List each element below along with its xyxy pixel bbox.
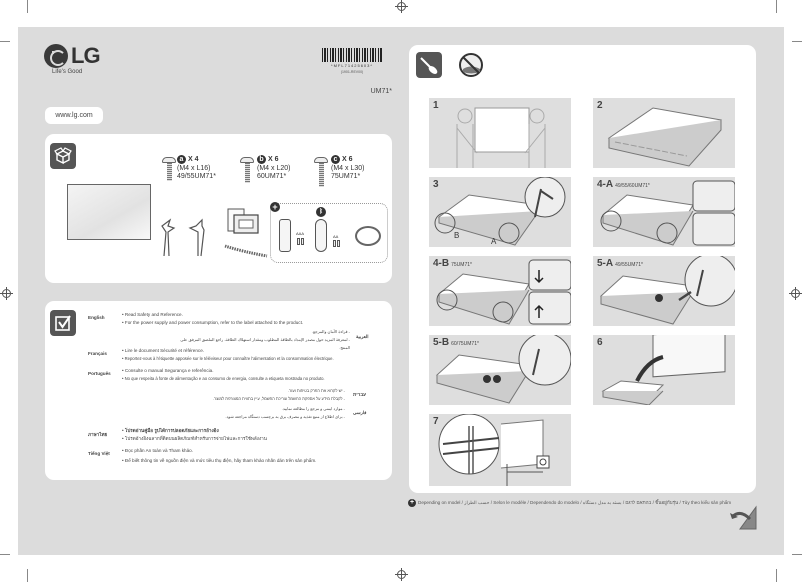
lang-vietnamese: Tiếng Việt <box>88 451 110 456</box>
user-manual-illustration <box>226 207 260 237</box>
lg-face-icon <box>44 44 68 68</box>
lang-persian: فارسی <box>353 410 367 415</box>
screw-c-icon <box>314 157 328 187</box>
battery-icon <box>297 238 300 245</box>
screw-b-spec: b X 6 (M4 x L20) 60UM71* <box>257 155 291 180</box>
crop-mark <box>0 41 10 42</box>
lang-vietnamese-text: • Đọc phần An toàn và Tham khảo. • Để bi… <box>122 448 317 463</box>
crop-mark <box>776 0 777 13</box>
battery-icon <box>337 240 340 247</box>
tagline: Life's Good <box>52 69 83 75</box>
screw-a-spec: a X 4 (M4 x L16) 49/55UM71* <box>177 155 216 180</box>
crop-mark <box>27 0 28 13</box>
step-3-attach-stand: 3 B A <box>429 177 571 247</box>
lang-portuguese-text: • Consulte o manual Segurança e referênc… <box>122 368 325 381</box>
crop-mark <box>792 554 802 555</box>
page-turn-icon <box>728 505 760 531</box>
screw-a-icon <box>162 157 176 181</box>
screw-b-badge: b <box>257 155 266 164</box>
barcode-number: *MFL71425603* <box>331 63 373 68</box>
magic-remote-illustration <box>315 219 327 252</box>
crop-mark <box>0 554 10 555</box>
stand-right-illustration <box>188 218 206 258</box>
battery-aaa-label: AAA <box>296 231 305 236</box>
screw-c-badge: c <box>331 155 340 164</box>
website-link[interactable]: www.lg.com <box>45 107 103 124</box>
optional-accessories-group <box>270 203 388 263</box>
safety-info-panel <box>45 301 392 480</box>
step-2-lay-in-box: 2 <box>593 98 735 168</box>
step-3-label-b: B <box>454 231 460 240</box>
lang-english: English <box>88 315 105 320</box>
screw-b-icon <box>240 157 254 183</box>
lang-french: Français <box>88 351 107 356</box>
lang-arabic-text: - قراءة الأمان والمرجع. - لمعرفة المزيد … <box>180 329 350 350</box>
lang-thai-text: • โปรดอ่านคู่มือ รูปได้การปลอดภัยและการอ… <box>122 428 267 441</box>
cable-holder-illustration <box>224 244 268 258</box>
battery-aa-label: AA <box>333 234 339 239</box>
crop-mark <box>792 41 802 42</box>
step-7-cable-management: 7 <box>429 414 571 486</box>
power-cord-illustration <box>355 226 381 246</box>
lang-hebrew-text: - יש לקרוא את הפרק בטיחות ועזר. - לקבלת … <box>212 388 345 401</box>
barcode-revision: (1901-REV00) <box>340 70 364 74</box>
optional-plus-icon: + <box>408 499 416 507</box>
lang-portuguese: Português <box>88 371 111 376</box>
crop-mark <box>27 569 28 582</box>
optional-plus-icon: + <box>270 202 280 212</box>
open-box-icon <box>50 143 76 169</box>
lang-french-text: • Lire le document Sécurité et référence… <box>122 348 334 361</box>
registration-mark-icon <box>789 287 802 300</box>
lang-arabic: العربية <box>356 334 369 339</box>
bluetooth-icon: ᛒ <box>316 207 326 217</box>
lang-thai: ภาษาไทย <box>88 432 108 437</box>
barcode <box>322 48 382 62</box>
crop-mark <box>776 569 777 582</box>
tv-panel-illustration <box>67 184 151 240</box>
screw-a-badge: a <box>177 155 186 164</box>
no-cleaning-spray-icon <box>458 52 484 78</box>
step-6-stand-upright: 6 <box>593 335 735 405</box>
step-3-label-a: A <box>491 237 497 246</box>
lang-hebrew: עברית <box>353 392 367 397</box>
screw-c-spec: c X 6 (M4 x L30) 75UM71* <box>331 155 365 180</box>
step-1-lift-tv: 1 <box>429 98 571 168</box>
standard-remote-illustration <box>279 219 291 252</box>
lang-persian-text: - موارد ایمنی و مرجع را مطالعه نمایید. -… <box>225 406 345 419</box>
model-number: UM71* <box>370 88 392 95</box>
battery-icon <box>301 238 304 245</box>
lg-logo: LG <box>44 43 101 69</box>
registration-mark-icon <box>395 568 408 581</box>
logo-text: LG <box>71 43 101 68</box>
registration-mark-icon <box>395 0 408 13</box>
checklist-icon <box>50 310 76 336</box>
stand-left-illustration <box>160 218 178 258</box>
registration-mark-icon <box>0 287 13 300</box>
lang-english-text: • Read Safety and Reference. • For the p… <box>122 312 304 325</box>
battery-icon <box>333 240 336 247</box>
cleaning-brush-icon <box>416 52 442 78</box>
depending-on-model-note: + Depending on model / حسب الطراز / Selo… <box>408 499 732 507</box>
